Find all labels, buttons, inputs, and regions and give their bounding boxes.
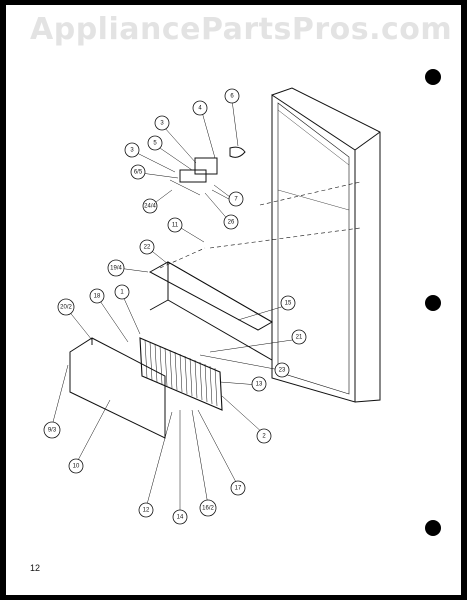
callout-3: 3 xyxy=(160,121,164,127)
binder-hole xyxy=(425,520,441,536)
callout-6-5: 6/5 xyxy=(134,170,143,176)
cabinet-outline xyxy=(271,87,381,403)
callout-13: 13 xyxy=(256,382,263,388)
callout-11: 11 xyxy=(172,223,179,229)
callout-balloons xyxy=(43,88,307,525)
callout-22: 22 xyxy=(144,245,151,251)
callout-labels: 6 4 3 5 3 6/5 24/4 7 26 11 22 19/4 18 1 … xyxy=(48,94,303,521)
callout-16-2: 16/2 xyxy=(202,506,214,512)
callout-1: 1 xyxy=(120,290,124,296)
callout-26: 26 xyxy=(228,220,235,226)
callout-12: 12 xyxy=(143,508,150,514)
callout-14: 14 xyxy=(177,515,184,521)
callout-6: 6 xyxy=(230,94,234,100)
watermark: AppliancePartsPros.com xyxy=(30,12,453,47)
binder-hole xyxy=(425,295,441,311)
callout-3b: 3 xyxy=(130,148,134,154)
callout-21: 21 xyxy=(296,335,303,341)
evaporator-coil xyxy=(139,337,223,411)
callout-5: 5 xyxy=(153,141,157,147)
callout-9-3: 9/3 xyxy=(48,428,57,434)
callout-7: 7 xyxy=(234,197,238,203)
page-number: 12 xyxy=(30,563,41,573)
access-panel xyxy=(69,337,166,439)
evaporator-cover xyxy=(148,261,274,361)
callout-4: 4 xyxy=(198,106,202,112)
callout-24-4: 24/4 xyxy=(144,204,156,210)
callout-10: 10 xyxy=(73,464,80,470)
leader-lines xyxy=(52,99,300,514)
callout-19-4: 19/4 xyxy=(110,266,122,272)
callout-17: 17 xyxy=(235,486,242,492)
callout-23: 23 xyxy=(279,368,286,374)
assembly-guide-lines xyxy=(159,181,361,269)
binder-hole xyxy=(425,69,441,85)
callout-15: 15 xyxy=(285,301,292,307)
callout-2: 2 xyxy=(262,434,266,440)
callout-20-2: 20/2 xyxy=(60,305,72,311)
callout-18: 18 xyxy=(94,294,101,300)
